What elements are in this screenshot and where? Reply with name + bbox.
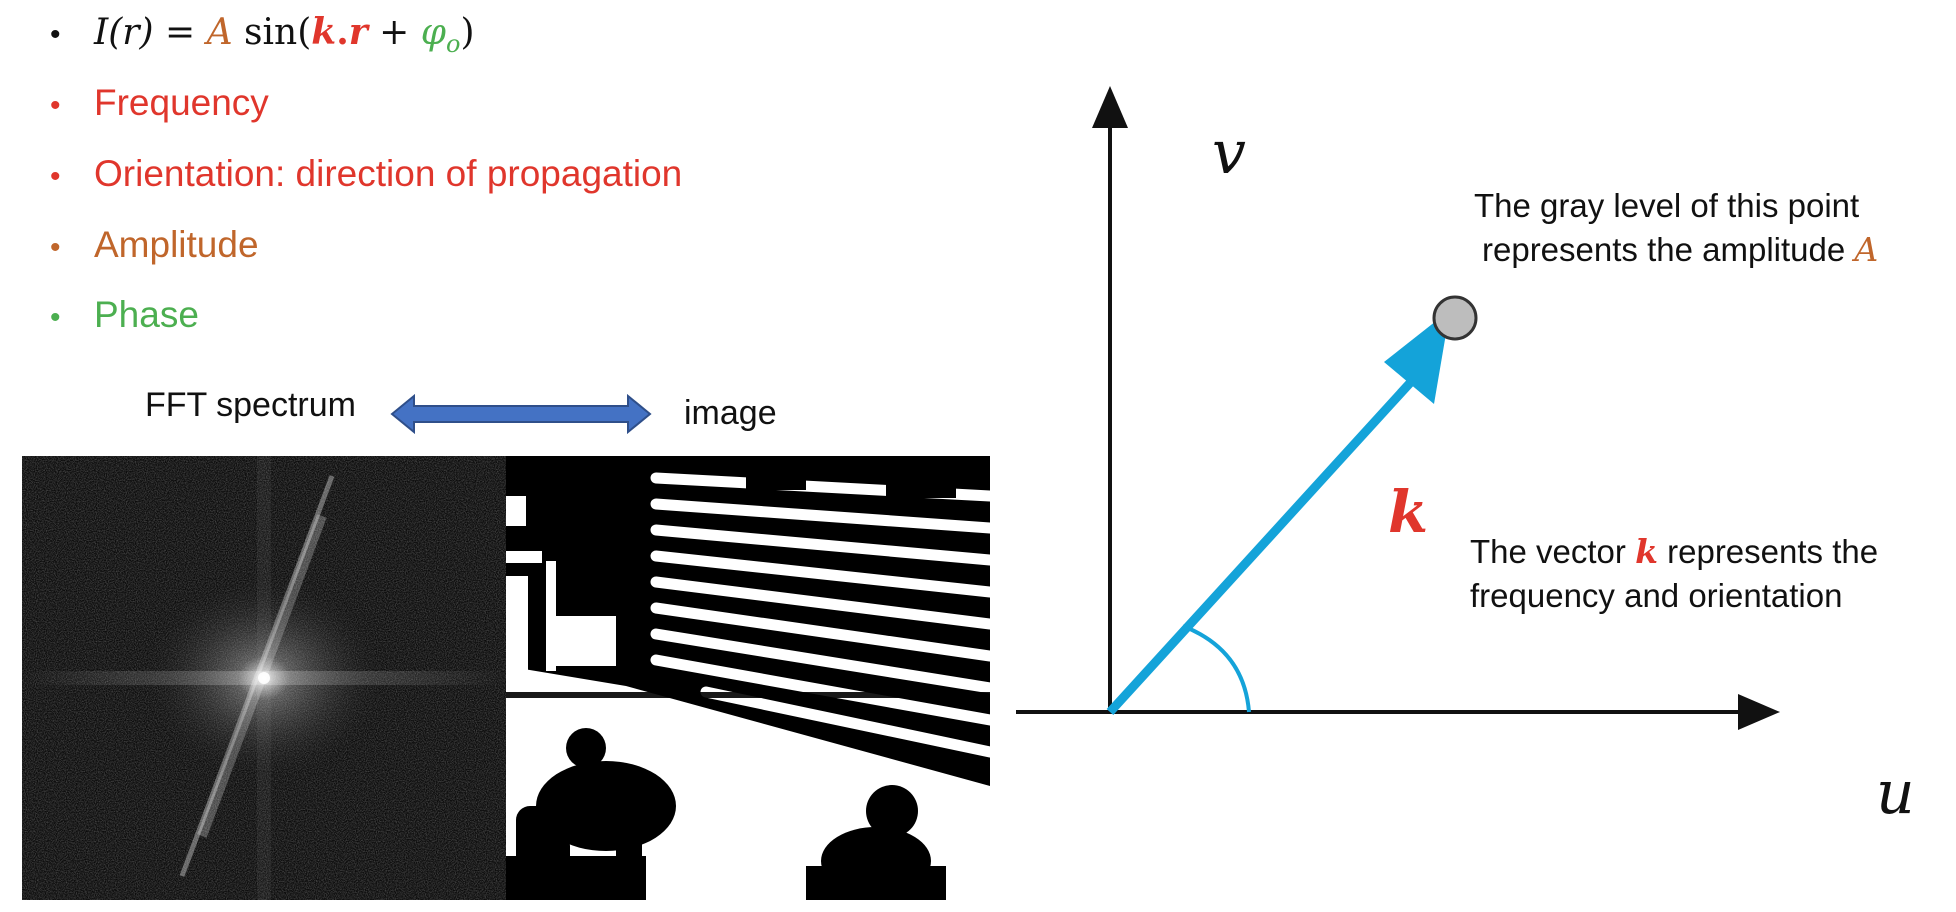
formula-sin: sin( [232,12,312,53]
formula-bullet: • I(r) = A sin(k.r + φo) [50,10,475,66]
image-label: image [684,394,777,432]
frequency-plane-diagram [1016,86,1780,730]
fft-spectrum-label: FFT spectrum [145,386,356,424]
vector-note: The vector k represents the frequency an… [1470,530,1878,618]
u-axis [1016,694,1780,730]
amplitude-note-line1: The gray level of this point [1474,187,1860,224]
formula-phi-sub: o [446,30,461,59]
vector-note-pre: The vector [1470,533,1636,570]
double-arrow-icon [390,394,652,434]
k-vector [1106,310,1450,716]
formula-r: r [348,11,368,53]
formula-close: ) [460,12,475,53]
intensity-formula: I(r) = A sin(k.r + φo) [94,11,475,58]
bullet-dot: • [50,89,61,122]
bullet-label: Phase [94,294,199,335]
bullet-label: Orientation: direction of propagation [94,153,683,194]
formula-lhs: I(r) = [94,12,207,53]
bullet-dot: • [50,18,61,51]
formula-k: k [311,11,337,53]
vector-note-line2: frequency and orientation [1470,577,1843,614]
amplitude-point [1432,295,1478,341]
u-axis-label: u [1876,758,1915,828]
vector-note-post: represents the [1657,533,1879,570]
v-axis-label: v [1212,118,1246,188]
formula-dot: . [336,11,349,53]
bullet-frequency: • Frequency [50,81,269,128]
amplitude-note: The gray level of this point represents … [1474,184,1878,272]
bullet-orientation: • Orientation: direction of propagation [50,152,682,199]
angle-arc [1182,624,1251,713]
formula-plus: + [367,12,421,53]
vector-symbol: k [1635,532,1658,571]
v-axis [1092,86,1128,710]
bullet-dot: • [50,231,61,264]
formula-amplitude: A [206,12,233,53]
bullet-phase: • Phase [50,293,199,340]
bullet-dot: • [50,301,61,334]
binary-image [506,456,990,900]
amplitude-symbol: A [1854,230,1879,269]
k-vector-label: k [1388,478,1429,546]
bullet-label: Frequency [94,82,269,123]
formula-phi: φ [420,12,446,53]
bullet-dot: • [50,160,61,193]
amplitude-note-line2: represents the amplitude [1482,231,1855,268]
fft-spectrum-image [22,456,506,900]
bullet-label: Amplitude [94,224,259,265]
bullet-amplitude: • Amplitude [50,223,259,270]
